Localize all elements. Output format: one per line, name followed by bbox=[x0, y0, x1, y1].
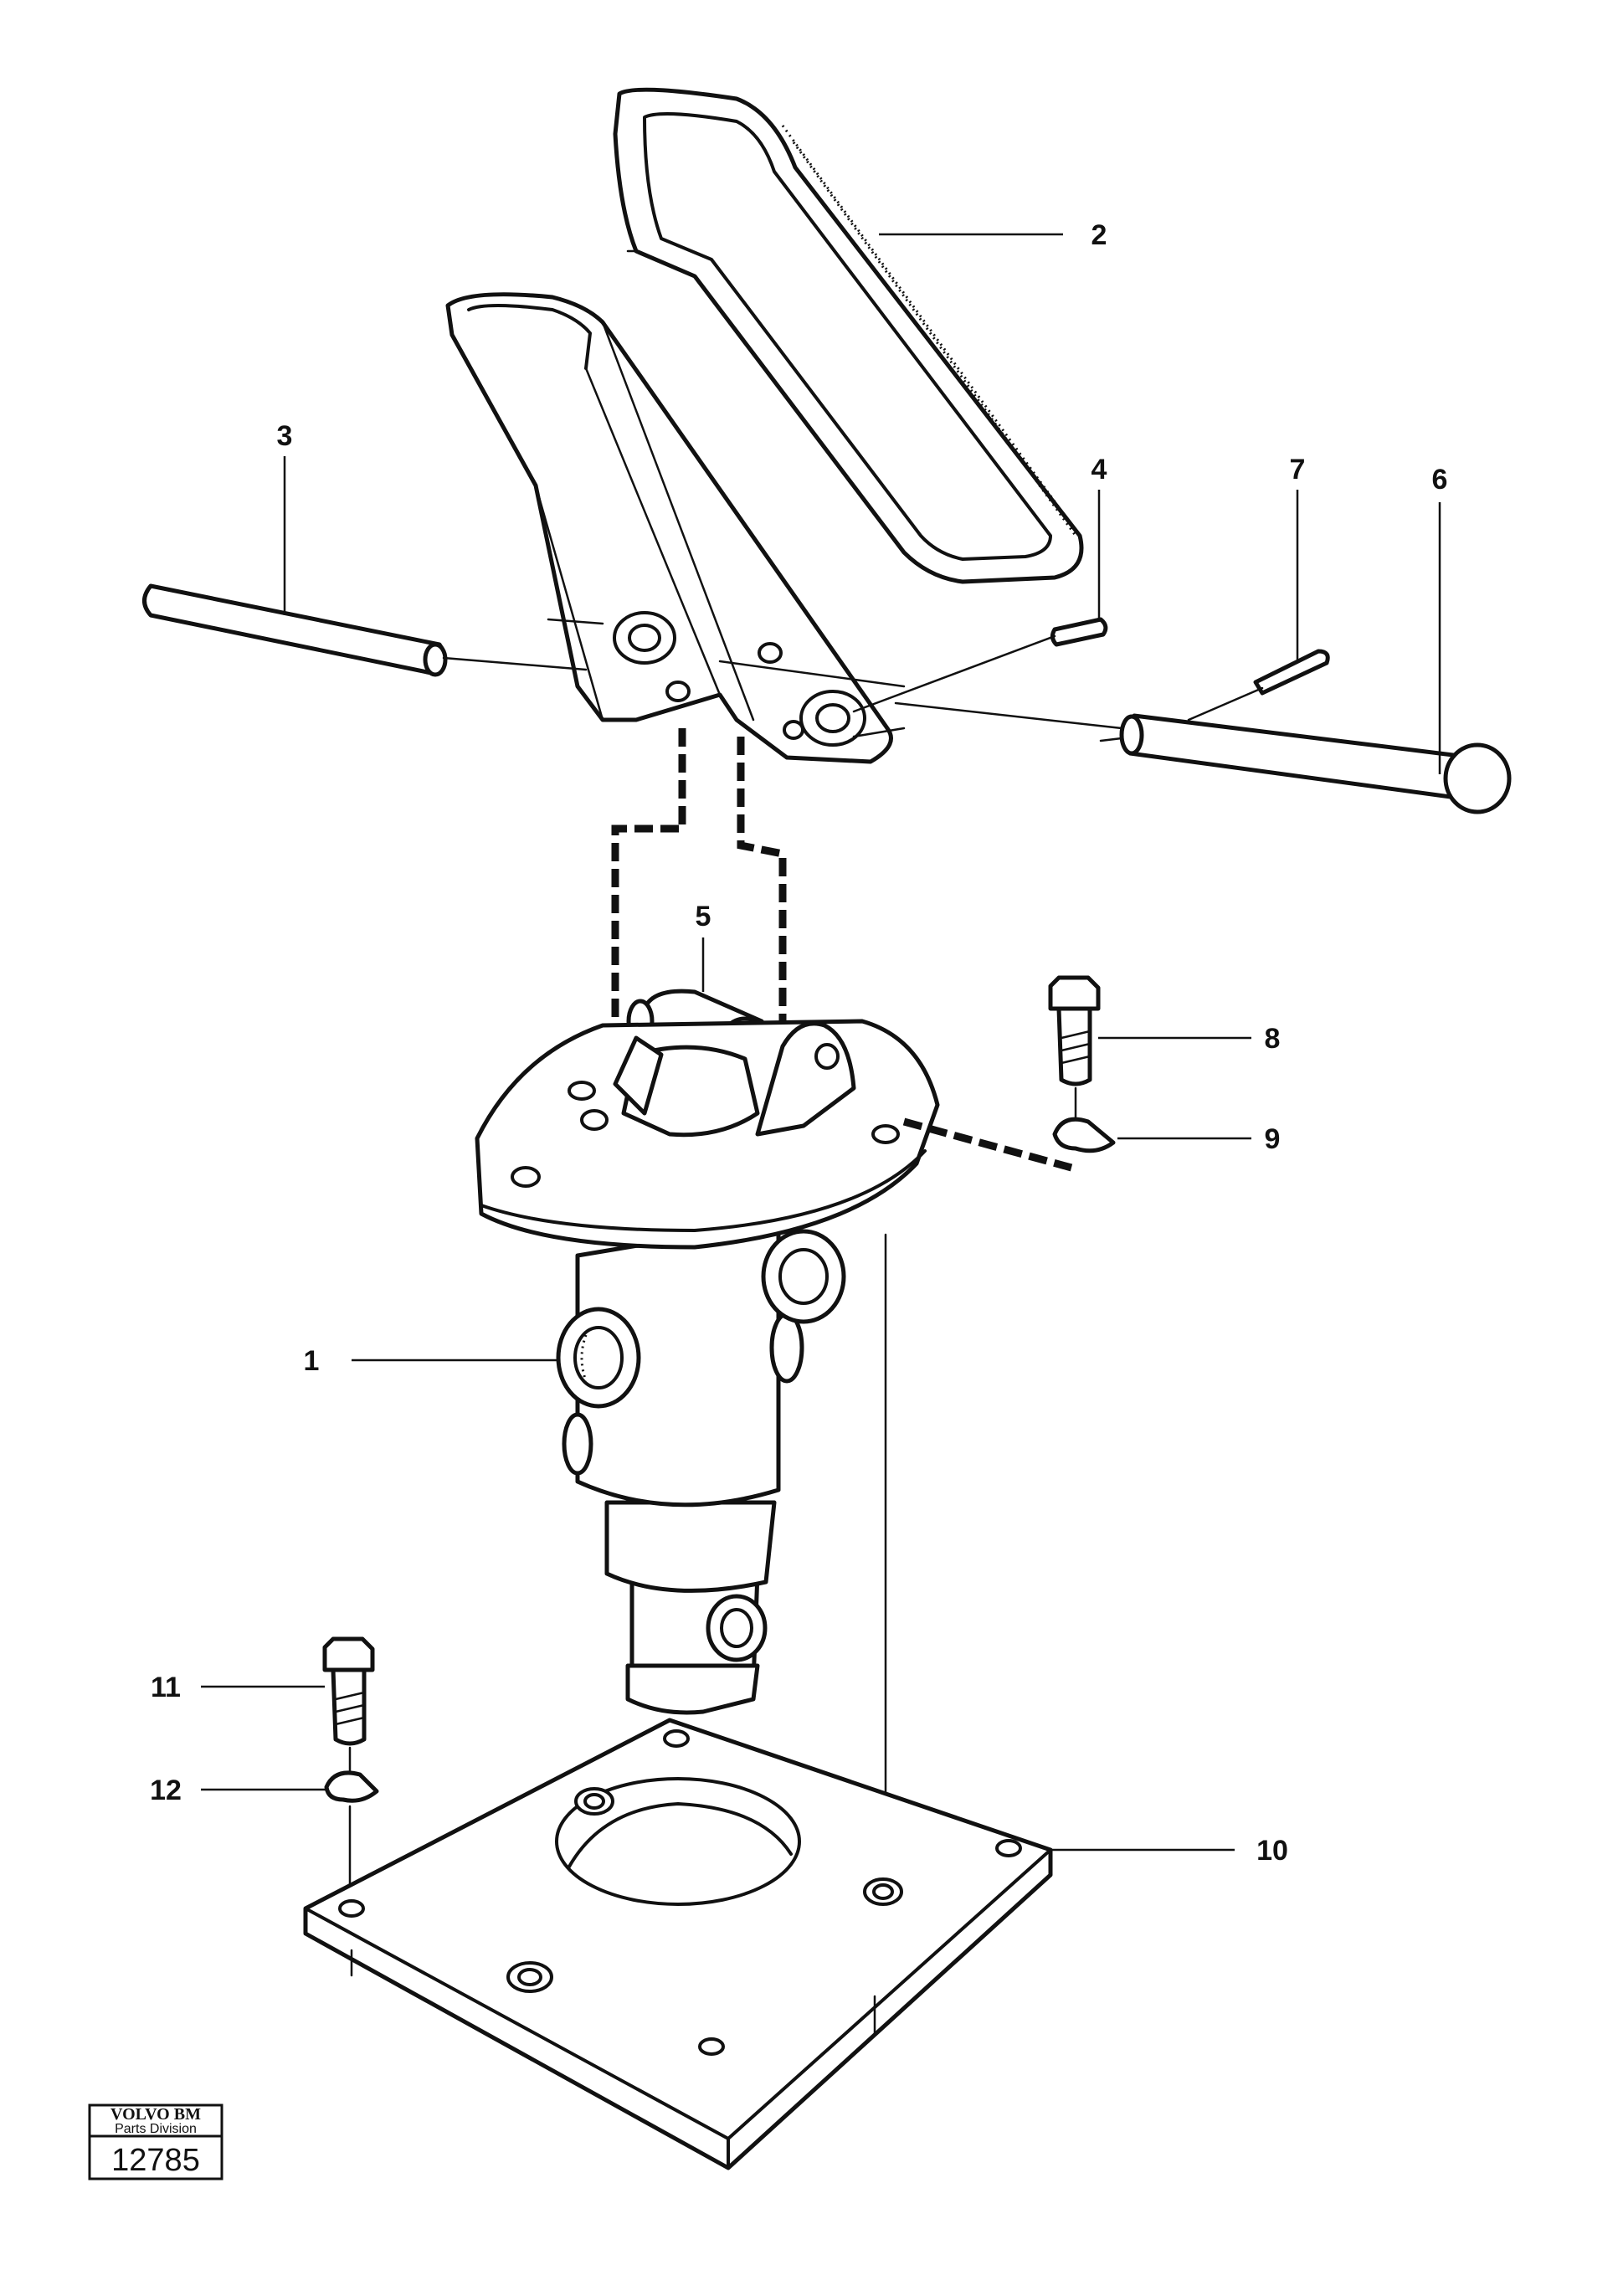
callout-1: 1 bbox=[304, 1345, 320, 1377]
lock-washer-lower bbox=[324, 1770, 379, 1885]
callout-leaders bbox=[201, 233, 1441, 1852]
pedal-body bbox=[445, 292, 906, 764]
pin-right bbox=[894, 701, 1512, 814]
pin-left bbox=[142, 583, 588, 677]
stamp-brand: VOLVO BM bbox=[110, 2105, 201, 2124]
volvo-bm-stamp: VOLVO BM Parts Division 12785 bbox=[88, 2103, 223, 2180]
assembly-line-pedal-valve bbox=[611, 728, 686, 1030]
stamp-division: Parts Division bbox=[115, 2122, 197, 2136]
lock-washer-upper bbox=[1052, 1117, 1116, 1153]
bolt-upper bbox=[1048, 975, 1101, 1119]
mounting-plate bbox=[303, 1718, 1053, 2170]
stamp-drawing-number: 12785 bbox=[111, 2143, 200, 2178]
callout-6: 6 bbox=[1432, 464, 1448, 496]
callout-9: 9 bbox=[1265, 1123, 1281, 1155]
callout-4: 4 bbox=[1092, 454, 1107, 485]
callout-labels: 2 3 4 7 6 5 8 9 1 11 12 10 bbox=[150, 219, 1447, 1867]
roll-pin bbox=[852, 617, 1108, 713]
callout-5: 5 bbox=[696, 901, 711, 932]
callout-8: 8 bbox=[1265, 1023, 1281, 1055]
pedal-pad bbox=[613, 87, 1084, 584]
brake-valve bbox=[475, 1019, 1073, 1893]
callout-2: 2 bbox=[1092, 219, 1107, 251]
callout-7: 7 bbox=[1290, 454, 1306, 485]
split-pin bbox=[1187, 649, 1330, 722]
bolt-lower bbox=[322, 1636, 375, 1772]
callout-11: 11 bbox=[151, 1672, 181, 1703]
callout-10: 10 bbox=[1256, 1835, 1288, 1867]
callout-12: 12 bbox=[150, 1775, 182, 1806]
callout-3: 3 bbox=[277, 420, 293, 452]
